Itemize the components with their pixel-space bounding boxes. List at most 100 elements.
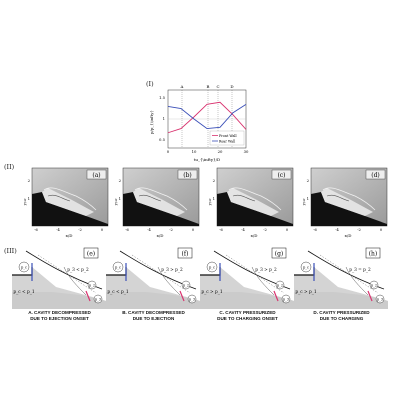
marker-C: C [216, 84, 219, 89]
marker-A: A [180, 84, 184, 89]
schematic-tag: (f) [182, 251, 189, 258]
p2-label: p_2 [89, 284, 95, 288]
schematic-caption: C. CAVITY PRESSURIZED DUE TO CHARGING ON… [200, 310, 295, 322]
x-axis-label: x/D [157, 233, 164, 238]
shear-layer [321, 188, 373, 216]
y-tick: 2 [119, 178, 122, 183]
y-tick: 1 [28, 196, 30, 201]
pc-label: p_c [303, 266, 309, 270]
flow-frame-4: (d) 2 1 y/D -6 -4 -2 0 x/D [301, 166, 389, 238]
flow-line [319, 254, 379, 294]
pressure-relation: p_3 > p_2 [255, 268, 277, 273]
pc-label: p_c [115, 266, 121, 270]
flow-frame-1: (a) 2 1 y/D -6 -4 -2 0 x/D [22, 166, 110, 238]
x-tick: -2 [357, 228, 361, 232]
x-tick-labels: 0 10 20 30 [167, 149, 249, 154]
y-axis-label: y/D [115, 199, 118, 207]
x-tick: 0 [192, 228, 195, 232]
cavity-dark-region [311, 192, 387, 226]
caption-line-1: C. CAVITY PRESSURIZED [219, 310, 276, 315]
p2-bubble [275, 280, 285, 290]
legend-rear: Rear Wall [219, 140, 235, 144]
cavity-relation: p_c > p_1 [201, 290, 223, 295]
schematic-caption: A. CAVITY DECOMPRESSED DUE TO EJECTION O… [12, 310, 107, 322]
shear-layer [227, 188, 279, 216]
pc-bubble [112, 261, 124, 273]
x-axis-label: x/D [66, 233, 73, 238]
caption-line-2: DUE TO EJECTION ONSET [30, 315, 89, 321]
p3-bubble [93, 294, 103, 304]
x-tick: -4 [56, 228, 60, 232]
y-tick: 2 [28, 178, 31, 183]
vortex-streak [232, 194, 256, 202]
y-tick: 2 [213, 178, 216, 183]
caption-line-1: A. CAVITY DECOMPRESSED [28, 310, 91, 315]
x-tick: 0 [286, 228, 289, 232]
x-tick: -6 [34, 228, 38, 232]
x-tick: -6 [219, 228, 223, 232]
p2-label: p_2 [183, 284, 189, 288]
row-label-2: (II) [4, 163, 15, 171]
marker-labels: A B C D [180, 84, 234, 89]
schematic-caption: B. CAVITY DECOMPRESSED DUE TO EJECTION [106, 310, 201, 322]
x-tick: 20 [218, 149, 223, 154]
pc-label: p_c [209, 266, 215, 270]
legend: Front Wall Rear Wall [209, 130, 245, 146]
y-axis-label: y/D [209, 199, 212, 207]
schematic-tag: (e) [87, 251, 95, 258]
y-tick: 1 [307, 196, 309, 201]
shock-line [228, 187, 282, 211]
schematic-caption: D. CAVITY PRESSURIZED DUE TO CHARGING [294, 310, 389, 322]
y-tick: 1 [119, 196, 121, 201]
pc-bubble [206, 261, 218, 273]
recirc-line [157, 266, 181, 296]
pc-bubble [18, 261, 30, 273]
marker-B: B [207, 84, 210, 89]
rear-wall-sensor [367, 290, 373, 302]
y-tick: 1 [163, 116, 165, 121]
caption-line-1: B. CAVITY DECOMPRESSED [122, 310, 185, 315]
p2-label: p_2 [277, 284, 283, 288]
rear-wall-sensor [85, 290, 91, 302]
cavity-relation: p_c > p_1 [295, 290, 317, 295]
x-tick: -2 [78, 228, 82, 232]
y-tick-labels: 1.5 1 0.5 [159, 95, 166, 142]
pressure-relation: p_3 > p_2 [161, 268, 183, 273]
rear-wall-line [167, 103, 247, 130]
caption-line-2: DUE TO CHARGING [319, 315, 364, 321]
y-axis-label: p/p_{\infty} [149, 109, 154, 134]
p3-bubble [375, 294, 385, 304]
row-label-1: (I) [146, 80, 154, 88]
x-tick: -6 [313, 228, 317, 232]
pc-bubble [300, 261, 312, 273]
schematic-tag: (g) [275, 251, 284, 258]
recirc-line [63, 266, 87, 296]
legend-front: Front Wall [219, 134, 237, 138]
p3-bubble [281, 294, 291, 304]
frame-label: (d) [371, 172, 380, 179]
shock-line [322, 187, 376, 211]
x-axis-label: tu_{\infty}/D [194, 157, 220, 162]
x-tick: -4 [335, 228, 339, 232]
frame-label: (b) [183, 172, 192, 179]
flow-line [37, 254, 97, 294]
p3-label: p_3 [189, 298, 195, 302]
flow-line [131, 254, 191, 294]
p3-label: p_3 [377, 298, 383, 302]
recirc-line [345, 266, 369, 296]
cavity-relation: p_c < p_1 [13, 290, 35, 295]
row-label-3: (III) [4, 247, 17, 255]
shear-layer [42, 188, 94, 216]
x-tick: -2 [169, 228, 173, 232]
x-tick: 0 [167, 149, 170, 154]
y-axis-label: y/D [24, 199, 27, 207]
shear-layer [133, 188, 185, 216]
schematic-tag: (h) [369, 251, 378, 258]
p2-bubble [369, 280, 379, 290]
p3-label: p_3 [283, 298, 289, 302]
flow-frame-3: (c) 2 1 y/D -6 -4 -2 0 x/D [207, 166, 295, 238]
p2-label: p_2 [371, 284, 377, 288]
y-tick: 1 [213, 196, 215, 201]
vortex-streak [47, 194, 71, 202]
marker-D: D [230, 84, 233, 89]
